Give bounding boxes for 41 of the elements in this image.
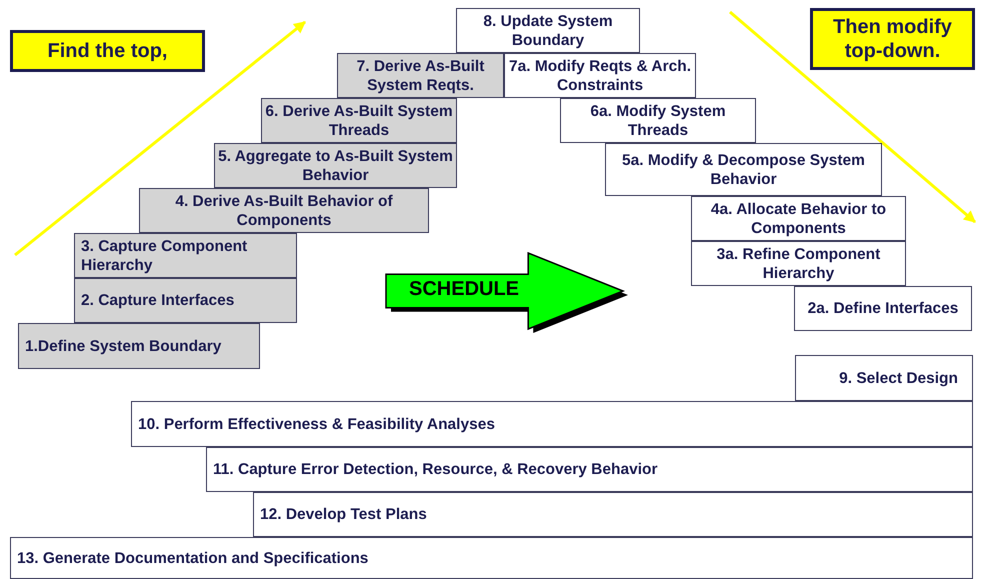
- process-box: [74, 278, 297, 323]
- step-label: 5a. Modify & Decompose System Behavior: [621, 150, 866, 188]
- step-label: 8. Update System Boundary: [482, 12, 614, 50]
- step-label: 4. Derive As-Built Behavior of Components: [174, 192, 394, 230]
- step-label: 12. Develop Test Plans: [260, 505, 428, 524]
- step-label: 4a. Allocate Behavior to Components: [710, 200, 888, 238]
- process-box: [560, 98, 756, 143]
- callout-box: [10, 30, 205, 72]
- step-label: 3. Capture Component Hierarchy: [81, 236, 248, 274]
- process-box: [456, 8, 640, 53]
- step-label: 5. Aggregate to As-Built System Behavior: [217, 146, 454, 184]
- step-label: 10. Perform Effectiveness & Feasibility Analyses: [138, 414, 496, 434]
- step-label: 1.Define System Boundary: [25, 336, 222, 356]
- step-label: 9. Select Design: [838, 368, 958, 388]
- process-box: [691, 241, 906, 286]
- step-label: 11. Capture Error Detection, Resource, & Recovery Behavior: [213, 460, 658, 479]
- step-label: 2. Capture Interfaces: [81, 291, 236, 310]
- step-label: 6. Derive As-Built System Threads: [264, 102, 454, 140]
- step-label: Then modify top-down.: [832, 15, 953, 63]
- step-label: 3a. Refine Component Hierarchy: [716, 244, 882, 282]
- step-label: 7. Derive As-Built System Reqts.: [356, 56, 486, 94]
- step-label: 7a. Modify Reqts & Arch. Constraints: [508, 56, 692, 94]
- step-label: 6a. Modify System Threads: [589, 102, 727, 140]
- step-label: 13. Generate Documentation and Specifications: [17, 548, 370, 568]
- process-box: [337, 53, 504, 98]
- step-label: SCHEDULE: [409, 277, 520, 301]
- process-box: [253, 492, 973, 537]
- block-arrow: [385, 252, 630, 334]
- step-label: Find the top,: [46, 39, 168, 63]
- process-box: [794, 286, 972, 331]
- process-box: [691, 196, 906, 241]
- step-label: 2a. Define Interfaces: [806, 299, 960, 318]
- process-box: [10, 537, 973, 579]
- process-box: [74, 233, 297, 278]
- process-box: [206, 447, 973, 492]
- process-box: [139, 188, 429, 233]
- process-box: [131, 401, 973, 447]
- process-box: [605, 143, 882, 196]
- process-box: [795, 355, 973, 401]
- process-box: [18, 323, 260, 369]
- callout-box: [810, 8, 975, 70]
